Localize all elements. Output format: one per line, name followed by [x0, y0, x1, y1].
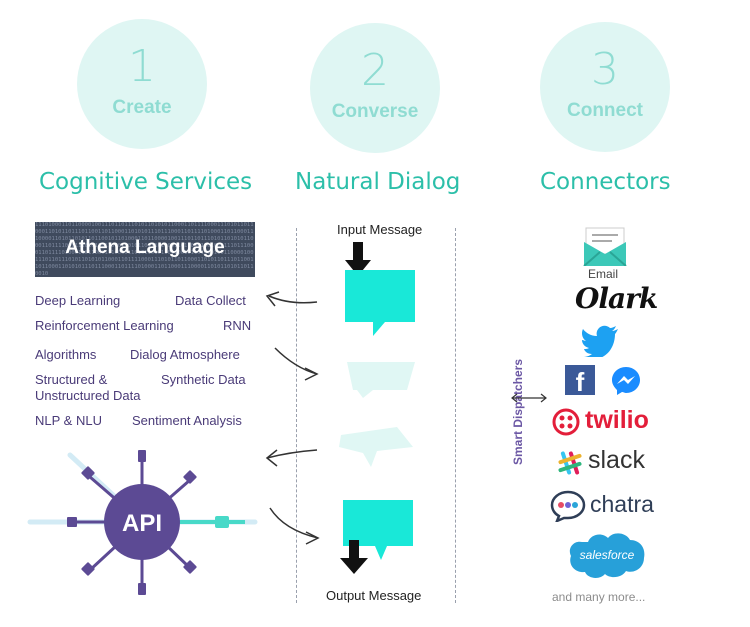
input-message-label: Input Message: [337, 222, 423, 237]
processing-bubble-2: [339, 427, 413, 467]
messenger-icon: [612, 367, 640, 395]
olark-logo: Olark: [575, 282, 658, 315]
skill-dialog-atmosphere: Dialog Atmosphere: [130, 347, 240, 362]
skill-data-collect: Data Collect: [175, 293, 246, 308]
skill-sentiment-analysis: Sentiment Analysis: [132, 413, 242, 428]
slack-label: slack: [588, 446, 645, 474]
input-message-graphic: [345, 242, 415, 336]
skill-unstructured-data: Unstructured Data: [35, 388, 141, 403]
email-icon: [583, 227, 627, 266]
skill-algorithms: Algorithms: [35, 347, 97, 362]
processing-bubble-1: [347, 362, 415, 398]
section-title-cognitive: Cognitive Services: [39, 169, 253, 195]
twitter-bird-icon: [582, 325, 618, 357]
salesforce-label: salesforce: [580, 548, 635, 562]
skill-rnn: RNN: [223, 318, 252, 333]
more-connectors-note: and many more...: [552, 590, 646, 604]
athena-language-label: Athena Language: [65, 237, 225, 258]
output-message-label: Output Message: [326, 588, 422, 603]
step-label: Create: [112, 97, 172, 118]
double-arrow-icon: [511, 393, 547, 403]
step-number: 2: [361, 45, 389, 96]
section-title-dialog: Natural Dialog: [295, 169, 461, 195]
section-title-connectors: Connectors: [540, 169, 671, 195]
divider-left: [296, 228, 297, 603]
skill-synthetic-data: Synthetic Data: [161, 372, 246, 387]
skill-reinforcement-learning: Reinforcement Learning: [35, 318, 174, 333]
chatra-icon: [550, 490, 586, 522]
chatra-label: chatra: [590, 491, 654, 517]
flow-arrows-upper: [265, 291, 319, 467]
step-number: 1: [128, 41, 156, 92]
step-number: 3: [591, 44, 619, 95]
step-circle-converse: 2 Converse: [310, 23, 440, 153]
salesforce-cloud-icon: salesforce: [569, 533, 645, 578]
athena-language-banner: 1110100011011000010011101101110101101010…: [35, 222, 255, 277]
step-label: Converse: [331, 101, 419, 122]
skill-nlp-nlu: NLP & NLU: [35, 413, 102, 428]
api-label: API: [122, 510, 162, 537]
binary-pattern: 1110100011011000010011101101110101101010…: [35, 222, 254, 277]
skill-deep-learning: Deep Learning: [35, 293, 121, 308]
skill-structured: Structured &: [35, 372, 108, 387]
facebook-glyph: f: [575, 367, 585, 397]
step-circle-connect: 3 Connect: [540, 22, 670, 152]
twilio-icon: [552, 408, 580, 436]
divider-right: [455, 228, 456, 603]
smart-dispatchers-label: Smart Dispatchers: [511, 358, 525, 466]
output-message-graphic: [340, 500, 413, 574]
step-label: Connect: [567, 100, 643, 121]
api-hub-graphic: API: [27, 450, 258, 595]
slack-icon: [558, 451, 582, 475]
facebook-icon: f: [565, 365, 595, 397]
twilio-label: twilio: [585, 406, 649, 434]
flow-arrow-lower: [269, 507, 320, 545]
step-circle-create: 1 Create: [77, 19, 207, 149]
email-label: Email: [588, 267, 619, 281]
